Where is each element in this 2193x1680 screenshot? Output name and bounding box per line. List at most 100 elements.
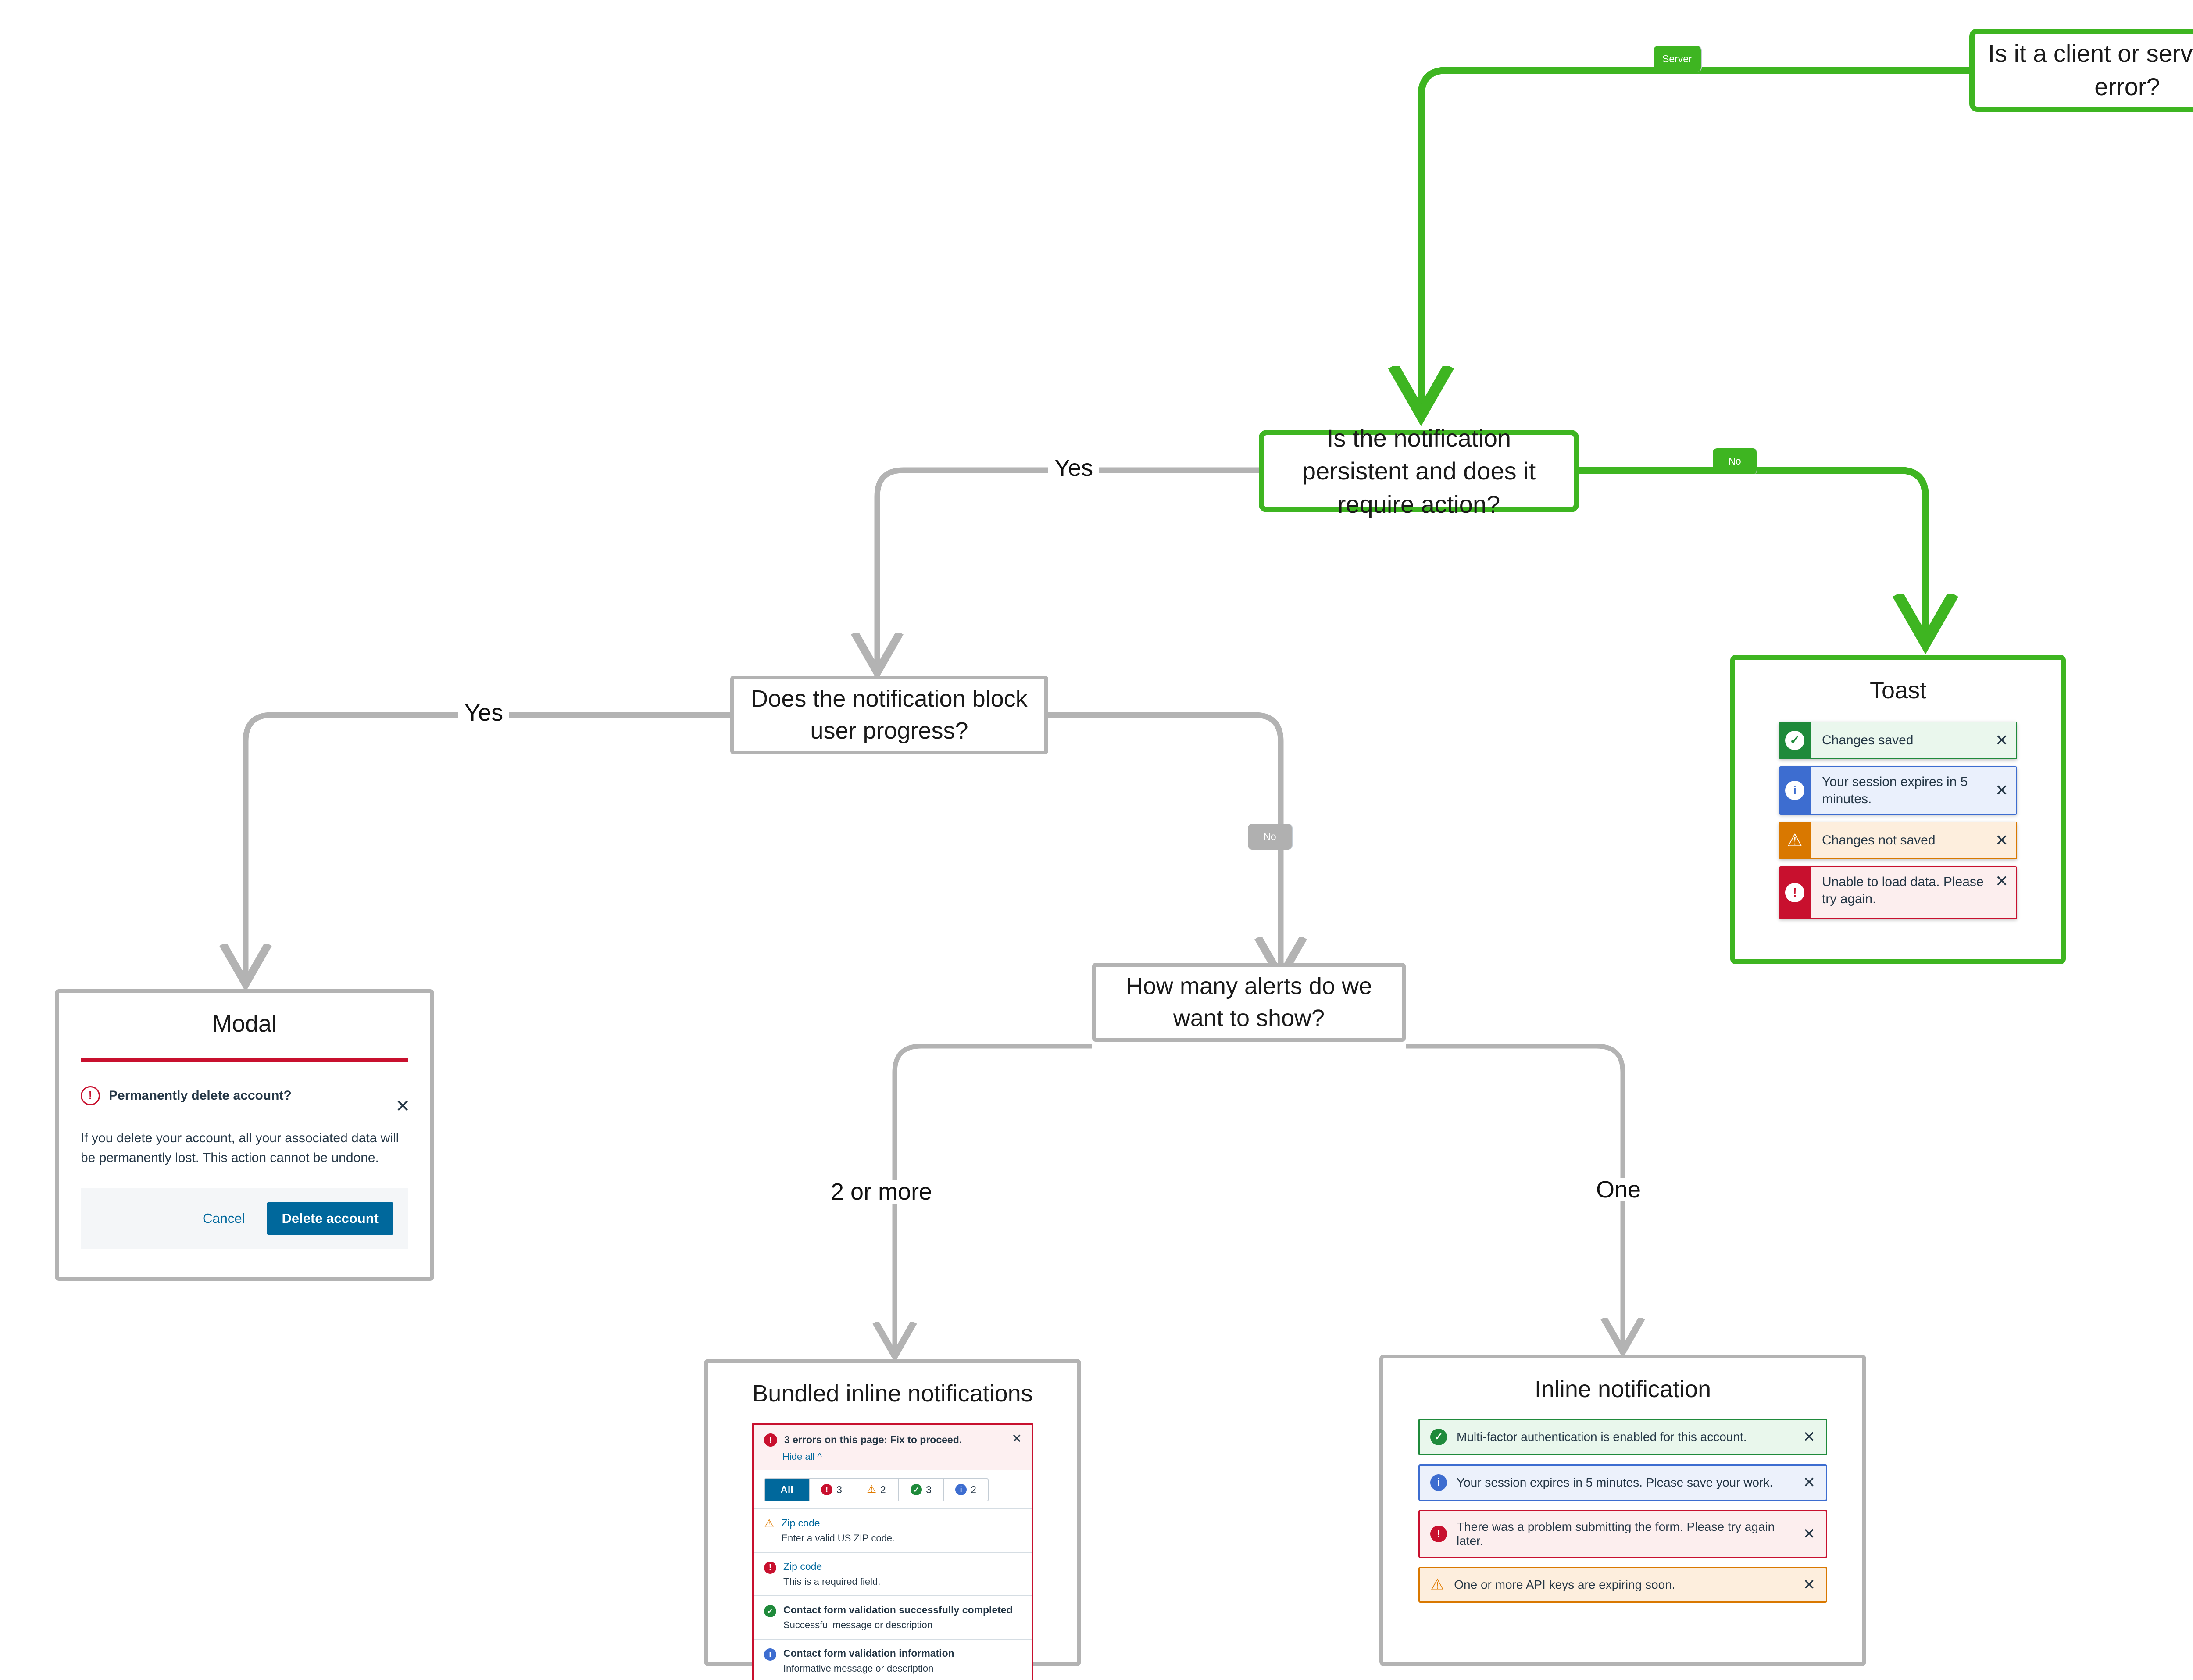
inline-title: Inline notification	[1534, 1376, 1711, 1402]
bundled-list-item[interactable]: ✓ Contact form validation successfully c…	[754, 1595, 1032, 1639]
info-circle-icon: i	[1430, 1474, 1447, 1491]
decision-blocks-user-progress[interactable]: Does the notification block user progres…	[730, 676, 1048, 754]
inline-message: There was a problem submitting the form.…	[1457, 1519, 1775, 1548]
info-circle-icon: i	[1785, 780, 1804, 800]
card-modal: Modal ✕ ! Permanently delete account? If…	[55, 989, 434, 1281]
toast-icon-slot: i	[1779, 766, 1811, 815]
info-circle-icon: i	[764, 1648, 776, 1661]
bundled-item-title: Contact form validation successfully com…	[783, 1604, 1013, 1616]
bundled-summary: ✕ ! 3 errors on this page: Fix to procee…	[754, 1424, 1032, 1470]
card-bundled-inline-notifications: Bundled inline notifications ✕ ! 3 error…	[704, 1359, 1081, 1680]
bundled-alert: ✕ ! 3 errors on this page: Fix to procee…	[752, 1423, 1033, 1680]
modal-heading: Permanently delete account?	[109, 1088, 292, 1103]
bundled-item-title[interactable]: Zip code	[783, 1560, 822, 1572]
error-circle-icon: !	[764, 1561, 776, 1574]
bundled-list-item[interactable]: ⚠ Zip code Enter a valid US ZIP code.	[754, 1508, 1032, 1552]
toast-title: Toast	[1869, 677, 1927, 704]
toast-icon-slot: ⚠	[1779, 821, 1811, 859]
modal-top-rule	[81, 1058, 408, 1062]
edge-label-server: Server	[1654, 46, 1702, 72]
error-circle-outline-icon: !	[81, 1086, 100, 1105]
decision-blocks-label: Does the notification block user progres…	[751, 686, 1028, 744]
bundled-item-desc: This is a required field.	[783, 1576, 881, 1587]
delete-account-button[interactable]: Delete account	[267, 1201, 393, 1235]
inline-item-error[interactable]: ! There was a problem submitting the for…	[1418, 1509, 1827, 1558]
edge-label-persistent-yes: Yes	[1048, 456, 1100, 480]
edge-label-two-or-more: 2 or more	[825, 1180, 939, 1204]
edge-label-blocks-yes: Yes	[458, 701, 510, 725]
toast-icon-slot: ✓	[1779, 721, 1811, 759]
check-circle-icon: ✓	[911, 1484, 922, 1496]
toast-message: Your session expires in 5 minutes.	[1822, 774, 1968, 806]
warning-triangle-icon: ⚠	[1787, 830, 1803, 850]
close-icon[interactable]: ✕	[1803, 1428, 1816, 1445]
warning-triangle-icon: ⚠	[867, 1483, 876, 1496]
filter-chip-all[interactable]: All	[765, 1479, 810, 1501]
edge-label-blocks-no: No	[1248, 824, 1293, 850]
modal-title: Modal	[212, 1011, 277, 1037]
hide-all-label: Hide all	[782, 1451, 815, 1462]
hide-all-toggle[interactable]: Hide all ^	[782, 1451, 1021, 1462]
decision-persistent-label: Is the notification persistent and does …	[1302, 424, 1536, 518]
card-inline-notification: Inline notification ✓ Multi-factor authe…	[1379, 1355, 1866, 1666]
inline-message: One or more API keys are expiring soon.	[1454, 1577, 1675, 1591]
toast-item-success[interactable]: ✓ Changes saved ✕	[1779, 721, 2017, 759]
inline-item-success[interactable]: ✓ Multi-factor authentication is enabled…	[1418, 1418, 1827, 1455]
check-circle-icon: ✓	[1785, 730, 1804, 750]
info-circle-icon: i	[955, 1484, 967, 1496]
inline-item-warning[interactable]: ⚠ One or more API keys are expiring soon…	[1418, 1566, 1827, 1603]
close-icon[interactable]: ✕	[395, 1096, 410, 1116]
close-icon[interactable]: ✕	[1803, 1576, 1816, 1593]
inline-item-info[interactable]: i Your session expires in 5 minutes. Ple…	[1418, 1464, 1827, 1501]
filter-chip-success[interactable]: ✓ 3	[899, 1479, 944, 1501]
chevron-up-icon: ^	[817, 1451, 822, 1462]
filter-chip-info[interactable]: i 2	[944, 1479, 988, 1501]
check-circle-icon: ✓	[1430, 1428, 1447, 1445]
toast-icon-slot: !	[1779, 866, 1811, 919]
filter-chip-errors[interactable]: ! 3	[810, 1479, 854, 1501]
toast-message: Unable to load data. Please try again.	[1822, 874, 1984, 906]
bundled-item-title[interactable]: Zip code	[781, 1517, 820, 1529]
warning-triangle-icon: ⚠	[1430, 1575, 1445, 1594]
close-icon[interactable]: ✕	[1803, 1474, 1816, 1491]
error-circle-icon: !	[821, 1484, 833, 1496]
bundled-filter-chips: All ! 3 ⚠ 2 ✓ 3 i 2	[764, 1478, 989, 1501]
bundled-list-item[interactable]: i Contact form validation information In…	[754, 1638, 1032, 1680]
inline-message: Multi-factor authentication is enabled f…	[1457, 1430, 1747, 1444]
warning-triangle-icon: ⚠	[764, 1516, 775, 1530]
bundled-item-desc: Successful message or description	[783, 1619, 932, 1630]
modal-actions: Cancel Delete account	[81, 1187, 408, 1249]
check-circle-icon: ✓	[764, 1605, 776, 1617]
close-icon[interactable]: ✕	[1011, 1431, 1022, 1445]
bundled-list-item[interactable]: ! Zip code This is a required field.	[754, 1551, 1032, 1595]
bundled-item-title: Contact form validation information	[783, 1647, 954, 1659]
error-circle-icon: !	[1785, 883, 1804, 902]
toast-list: ✓ Changes saved ✕ i Your session expires…	[1735, 717, 2061, 944]
close-icon[interactable]: ✕	[1995, 731, 2008, 749]
card-toast: Toast ✓ Changes saved ✕ i Your session e…	[1730, 655, 2066, 964]
cancel-button[interactable]: Cancel	[193, 1205, 255, 1233]
error-circle-icon: !	[764, 1433, 777, 1447]
inline-message: Your session expires in 5 minutes. Pleas…	[1457, 1475, 1773, 1489]
edge-label-one: One	[1590, 1178, 1647, 1201]
close-icon[interactable]: ✕	[1803, 1525, 1816, 1542]
decision-how-many-alerts[interactable]: How many alerts do we want to show?	[1092, 963, 1406, 1042]
toast-item-warning[interactable]: ⚠ Changes not saved ✕	[1779, 821, 2017, 859]
decision-persistent-requires-action[interactable]: Is the notification persistent and does …	[1259, 424, 1579, 518]
bundled-item-desc: Enter a valid US ZIP code.	[781, 1532, 895, 1544]
toast-message: Changes saved	[1822, 733, 1914, 748]
toast-item-error[interactable]: ! Unable to load data. Please try again.…	[1779, 866, 2017, 919]
filter-chip-warnings[interactable]: ⚠ 2	[854, 1479, 899, 1501]
close-icon[interactable]: ✕	[1995, 872, 2008, 890]
close-icon[interactable]: ✕	[1995, 781, 2008, 799]
toast-item-info[interactable]: i Your session expires in 5 minutes. ✕	[1779, 766, 2017, 815]
error-circle-icon: !	[1430, 1525, 1447, 1542]
inline-list: ✓ Multi-factor authentication is enabled…	[1383, 1416, 1862, 1629]
bundled-title: Bundled inline notifications	[752, 1380, 1033, 1407]
edge-label-persistent-no: No	[1713, 448, 1757, 474]
close-icon[interactable]: ✕	[1995, 831, 2008, 849]
modal-body: If you delete your account, all your ass…	[81, 1130, 399, 1165]
